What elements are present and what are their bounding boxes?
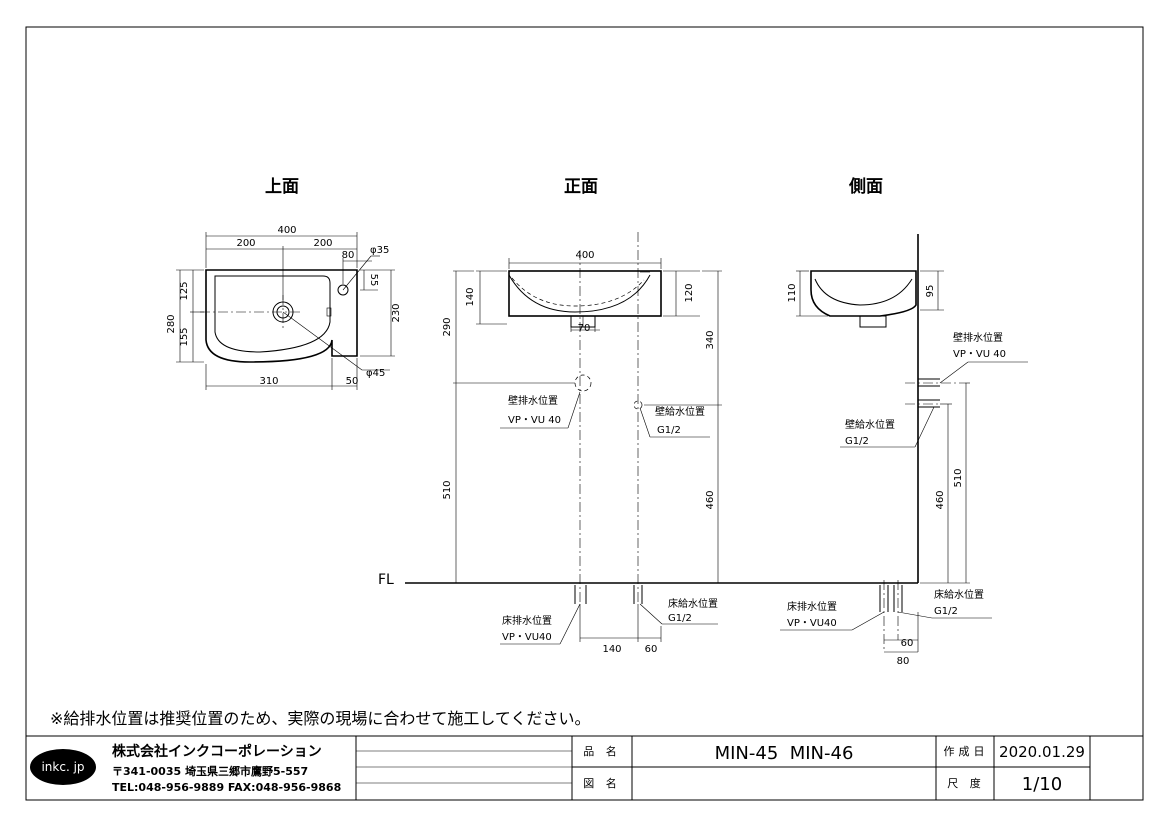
front-wall-drain [574,374,592,392]
front-dim-140: 140 [465,287,476,306]
side-wall-drain-label: 壁排水位置 [953,331,1003,344]
drawing-name-label: 図 名 [583,776,621,790]
product-name-label: 品 名 [583,744,621,758]
front-dim-510: 510 [442,480,453,499]
side-dim-110: 110 [787,283,798,302]
top-dim-phi45: φ45 [366,368,385,379]
front-dim-400: 400 [575,250,594,261]
side-dim-460: 460 [935,490,946,509]
title-block: inkc. jp 株式会社インクコーポレーション 〒341-0035 埼玉県三郷… [26,735,1143,800]
front-dim-460: 460 [705,490,716,509]
top-dim-155: 155 [179,327,190,346]
top-dim-230: 230 [391,303,402,322]
installation-note: ※給排水位置は推奨位置のため、実際の現場に合わせて施工してください。 [50,709,590,728]
front-dim-140b: 140 [602,644,621,655]
front-wall-supply-label: 壁給水位置 [655,405,705,418]
top-dim-200b: 200 [313,238,332,249]
side-dim-80: 80 [897,656,910,667]
top-dim-55: 55 [368,274,379,287]
front-dim-60: 60 [645,644,658,655]
side-dim-95: 95 [925,285,936,298]
front-floor-drain-spec: VP・VU40 [502,632,552,643]
front-floor-supply-label: 床給水位置 [668,597,718,610]
front-view-title: 正面 [564,177,598,197]
company-address: 〒341-0035 埼玉県三郷市鷹野5-557 [112,764,308,778]
side-dim-60: 60 [901,638,914,649]
front-wall-drain-label: 壁排水位置 [508,394,558,407]
fl-label: FL [378,572,394,588]
creation-date: 2020.01.29 [999,743,1085,761]
top-dim-310: 310 [259,376,278,387]
side-view-title: 側面 [848,176,883,197]
top-view-title: 上面 [265,177,299,197]
front-wall-supply [633,400,643,410]
tap-hole [337,284,349,296]
side-dim-510: 510 [953,468,964,487]
front-wall-drain-spec: VP・VU 40 [508,415,561,426]
front-dim-70: 70 [578,323,591,334]
front-view: 400 140 120 290 70 340 510 460 壁 [378,232,918,655]
front-dim-290: 290 [442,317,453,336]
drawing-scale: 1/10 [1022,774,1062,795]
company-logo-text: inkc. jp [41,760,84,774]
front-wall-supply-spec: G1/2 [657,425,681,436]
top-dim-50: 50 [346,376,359,387]
side-basin-outline [810,270,917,317]
sheet-frame [25,26,1144,801]
top-basin-outline [205,269,358,363]
top-dim-200a: 200 [236,238,255,249]
side-wall-drain-spec: VP・VU 40 [953,349,1006,360]
front-floor-drain-label: 床排水位置 [502,614,552,627]
side-floor-supply-label: 床給水位置 [934,588,984,601]
top-dim-125: 125 [179,281,190,300]
front-dim-340: 340 [705,330,716,349]
company-phone: TEL:048-956-9889 FAX:048-956-9868 [112,781,341,794]
side-wall-supply-spec: G1/2 [845,436,869,447]
top-dim-400: 400 [277,225,296,236]
front-floor-supply-spec: G1/2 [668,613,692,624]
scale-label: 尺 度 [947,776,985,790]
side-wall-supply-label: 壁給水位置 [845,418,895,431]
company-logo [30,749,96,785]
top-view: 400 200 200 80 φ35 55 125 280 155 230 [166,225,402,390]
top-dim-80: 80 [342,250,355,261]
top-dim-280: 280 [166,314,177,333]
date-label: 作成日 [944,745,989,758]
front-dim-120: 120 [684,283,695,302]
top-dim-phi35: φ35 [370,245,389,256]
side-floor-supply-spec: G1/2 [934,606,958,617]
overflow-slot [326,307,332,317]
side-floor-drain-label: 床排水位置 [787,600,837,613]
side-floor-drain-spec: VP・VU40 [787,618,837,629]
top-bowl-inner [214,275,331,353]
company-name: 株式会社インクコーポレーション [112,743,322,760]
side-view: 110 95 壁排水位置 VP・VU 40 壁給水位置 G1/2 460 510 [780,234,1028,667]
product-name: MIN-45 MIN-46 [715,743,854,764]
